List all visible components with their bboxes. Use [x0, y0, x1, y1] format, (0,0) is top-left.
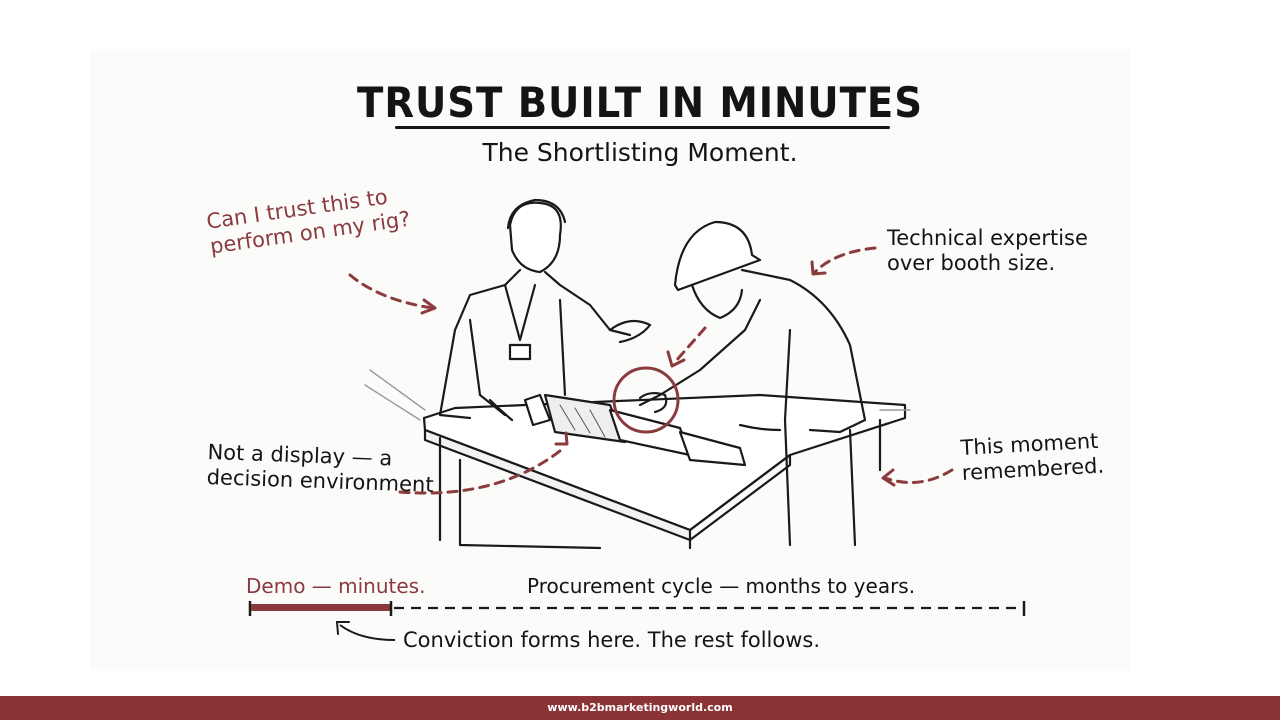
- annotation-remembered: This moment remembered.: [960, 429, 1105, 486]
- footer-url: www.b2bmarketingworld.com: [547, 701, 733, 714]
- demo-bar: [251, 604, 390, 611]
- timeline-conviction-label: Conviction forms here. The rest follows.: [403, 628, 821, 652]
- conviction-arrow: [339, 624, 396, 641]
- annotation-technical: Technical expertise over booth size.: [887, 226, 1088, 276]
- salesman-sketch: [438, 198, 652, 422]
- arrow-engineer-hand: [673, 326, 707, 364]
- footer-bar: www.b2bmarketingworld.com: [0, 696, 1280, 720]
- arrow-remembered: [883, 468, 954, 484]
- page-title: TRUST BUILT IN MINUTES: [357, 78, 923, 127]
- arrow-environment: [398, 445, 567, 495]
- background-panel: [90, 50, 1130, 670]
- arrow-question: [348, 273, 434, 310]
- annotation-technical-line-2: over booth size.: [887, 251, 1056, 275]
- arrow-technical: [813, 246, 877, 274]
- title-underline: [395, 126, 890, 129]
- annotation-environment: Not a display — a decision environment: [206, 440, 435, 498]
- table-sketch: [364, 369, 911, 550]
- timeline-demo-label: Demo — minutes.: [246, 574, 426, 598]
- engineer-sketch: [638, 220, 867, 547]
- timeline-procurement-label: Procurement cycle — months to years.: [527, 574, 916, 598]
- drill-tool-sketch: [523, 393, 747, 467]
- annotation-technical-line-1: Technical expertise: [887, 226, 1088, 250]
- circle-highlight-icon: [612, 366, 680, 434]
- page-subtitle: The Shortlisting Moment.: [482, 138, 798, 167]
- timeline: [248, 601, 1026, 641]
